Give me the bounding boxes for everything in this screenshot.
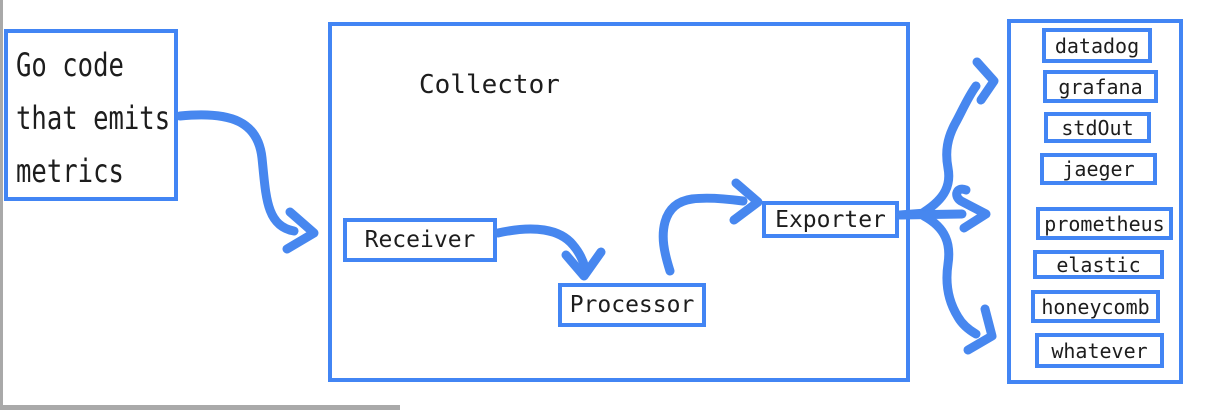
processor-box: Processor — [558, 283, 706, 327]
source-line-2: that emits — [16, 99, 171, 137]
arrow-source-to-collector — [175, 110, 299, 236]
destination-jaeger: jaeger — [1040, 153, 1157, 185]
arrow-source-to-collector-head — [282, 207, 319, 254]
source-box: Go code that emits metrics — [4, 29, 178, 201]
destination-whatever: whatever — [1035, 333, 1164, 368]
exporter-label: Exporter — [775, 206, 886, 233]
exporter-box: Exporter — [762, 201, 899, 238]
source-text: Go code that emits metrics — [16, 39, 188, 198]
receiver-box: Receiver — [343, 218, 497, 262]
destination-elastic: elastic — [1033, 250, 1164, 279]
destination-honeycomb: honeycomb — [1031, 290, 1160, 323]
source-line-3: metrics — [16, 152, 124, 190]
collector-title: Collector — [419, 70, 560, 100]
destination-datadog: datadog — [1042, 28, 1152, 63]
window-edge-left — [0, 0, 3, 410]
destination-grafana: grafana — [1043, 70, 1158, 103]
arrow-exporter-to-destinations-top-head — [972, 57, 999, 105]
window-edge-bottom — [0, 405, 400, 410]
arrow-exporter-to-destinations-middle-head — [952, 184, 991, 233]
arrow-exporter-to-destinations-top — [919, 81, 981, 217]
destination-stdout: stdOut — [1044, 112, 1151, 143]
arrow-exporter-to-destinations-bottom — [919, 211, 981, 339]
arrow-exporter-to-destinations-bottom-head — [963, 304, 997, 355]
source-line-1: Go code — [16, 46, 124, 84]
receiver-label: Receiver — [364, 227, 476, 253]
processor-label: Processor — [569, 292, 695, 318]
destination-prometheus: prometheus — [1036, 207, 1173, 240]
